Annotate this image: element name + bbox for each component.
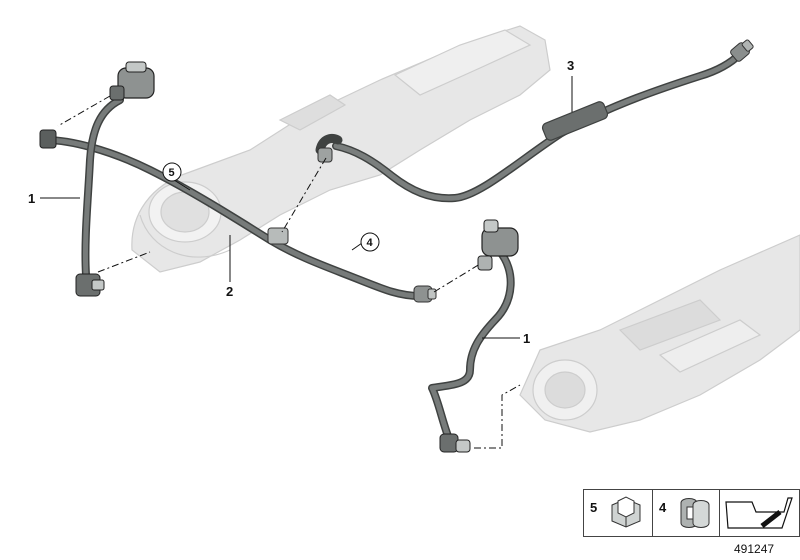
hose-1-right-valve: [481, 219, 519, 257]
hose-2-t-connector: [267, 227, 289, 245]
connection-lines: [57, 95, 521, 449]
hose-part-1-left: [75, 61, 155, 297]
hose-part-1-right: [428, 219, 519, 453]
hose-3-elbow-connector: [315, 133, 343, 163]
legend-item-5-number: 5: [590, 500, 598, 515]
hose-clamp-icon: [680, 498, 710, 528]
callout-1-right: 1: [523, 331, 530, 346]
hose-2-left-clip: [39, 129, 57, 149]
legend-item-arrow: [719, 489, 800, 537]
hose-1-right-side-connector: [477, 255, 493, 271]
legend-item-5: 5: [583, 489, 653, 537]
callout-4-circled: 4: [360, 232, 380, 252]
hose-2-end-connector: [413, 285, 437, 303]
clip-icon: [611, 496, 641, 528]
leader-lines: [40, 76, 573, 339]
svg-text:5: 5: [169, 167, 175, 179]
intake-manifold-lower: [519, 234, 800, 433]
callout-5-circled: 5: [162, 162, 182, 182]
callout-2: 2: [226, 284, 233, 299]
hose-1-left-bottom-connector: [75, 273, 105, 297]
diagram-reference-id: 491247: [734, 542, 775, 556]
legend-item-4-number: 4: [659, 500, 667, 515]
svg-text:4: 4: [367, 237, 374, 249]
legend-item-4: 4: [652, 489, 720, 537]
callout-1-left: 1: [28, 191, 35, 206]
hose-1-left-valve: [109, 61, 155, 101]
hose-3-sleeve: [541, 101, 609, 141]
hose-3-end-connector: [730, 39, 754, 62]
callout-3: 3: [567, 58, 574, 73]
hose-part-2: [39, 129, 437, 303]
hose-1-right-bottom-connector: [439, 433, 471, 453]
assembly-arrow-icon: [725, 497, 793, 529]
hose-part-3: [315, 39, 754, 203]
